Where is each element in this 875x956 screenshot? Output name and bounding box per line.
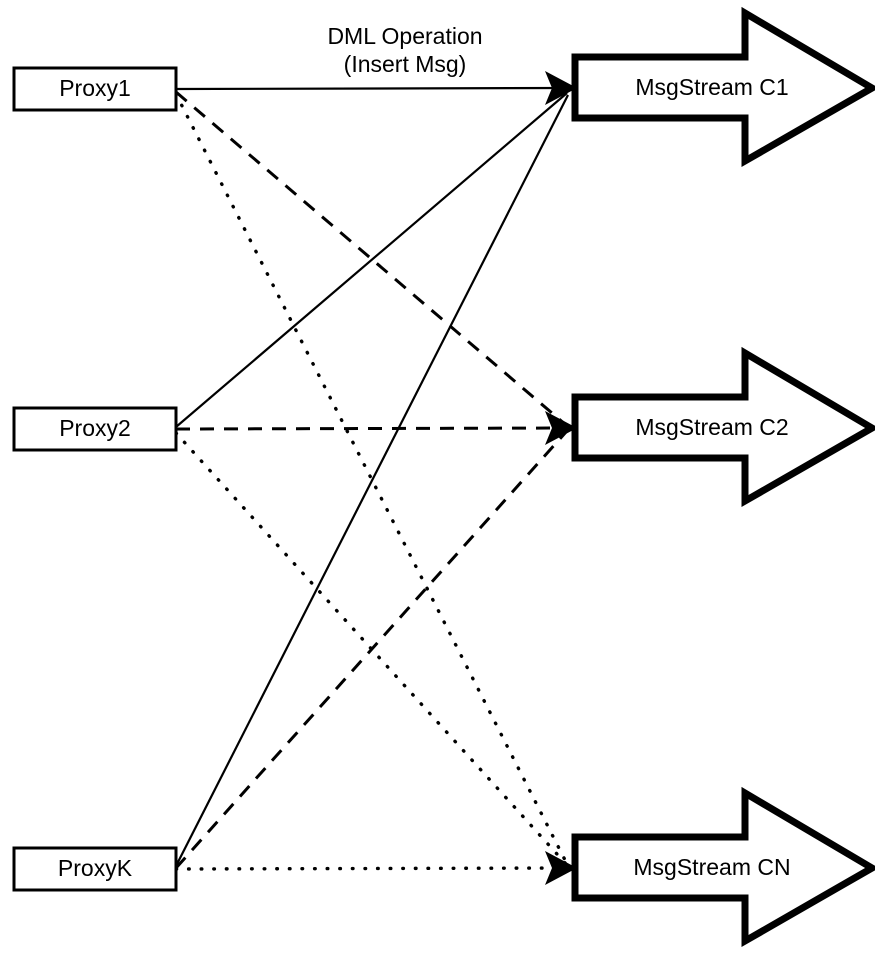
link-proxyK-to-c2[interactable] <box>174 430 568 870</box>
arrowhead-icon <box>545 411 577 445</box>
proxy-label: ProxyK <box>58 855 133 881</box>
arrowheads-group <box>545 71 577 885</box>
msgstream-node-cn[interactable]: MsgStream CN <box>571 786 875 948</box>
msgstream-arrow-shape <box>571 346 875 508</box>
proxy-node-proxyk[interactable]: ProxyK <box>12 846 178 892</box>
msgstream-nodes-group: MsgStream C1 MsgStream C2 MsgStream CN <box>571 6 875 948</box>
link-proxyK-to-cn[interactable] <box>174 866 568 871</box>
msgstream-label: MsgStream CN <box>633 854 790 880</box>
msgstream-node-c1[interactable]: MsgStream C1 <box>571 6 875 168</box>
msgstream-node-c2[interactable]: MsgStream C2 <box>571 346 875 508</box>
link-proxy2-to-c1[interactable] <box>175 92 568 428</box>
msgstream-arrow-shape <box>571 6 875 168</box>
proxy-node-proxy1[interactable]: Proxy1 <box>12 66 178 112</box>
proxy-box-shape <box>12 846 178 892</box>
link-proxy1-to-c1[interactable] <box>175 86 568 91</box>
link-proxy2-to-c2[interactable] <box>175 426 567 431</box>
arrowhead-icon <box>545 71 577 105</box>
proxy-node-proxy2[interactable]: Proxy2 <box>12 406 178 452</box>
proxy-box-shape <box>12 406 178 452</box>
proxy-label: Proxy2 <box>59 415 131 441</box>
dml-operation-label-line2: (Insert Msg) <box>344 51 467 77</box>
link-proxyK-to-c1[interactable] <box>175 94 569 867</box>
dml-operation-label-line1: DML Operation <box>327 23 482 49</box>
msgstream-label: MsgStream C2 <box>635 414 788 440</box>
arrowhead-icon <box>545 851 577 885</box>
msgstream-label: MsgStream C1 <box>635 74 788 100</box>
proxy-label: Proxy1 <box>59 75 131 101</box>
msgstream-arrow-shape <box>571 786 875 948</box>
proxy-box-shape <box>12 66 178 112</box>
connector-links-group <box>174 86 569 871</box>
dml-operation-label-group: DML Operation (Insert Msg) <box>327 23 482 77</box>
link-proxy1-to-c2[interactable] <box>175 90 567 427</box>
link-proxy1-to-cn[interactable] <box>174 92 568 864</box>
